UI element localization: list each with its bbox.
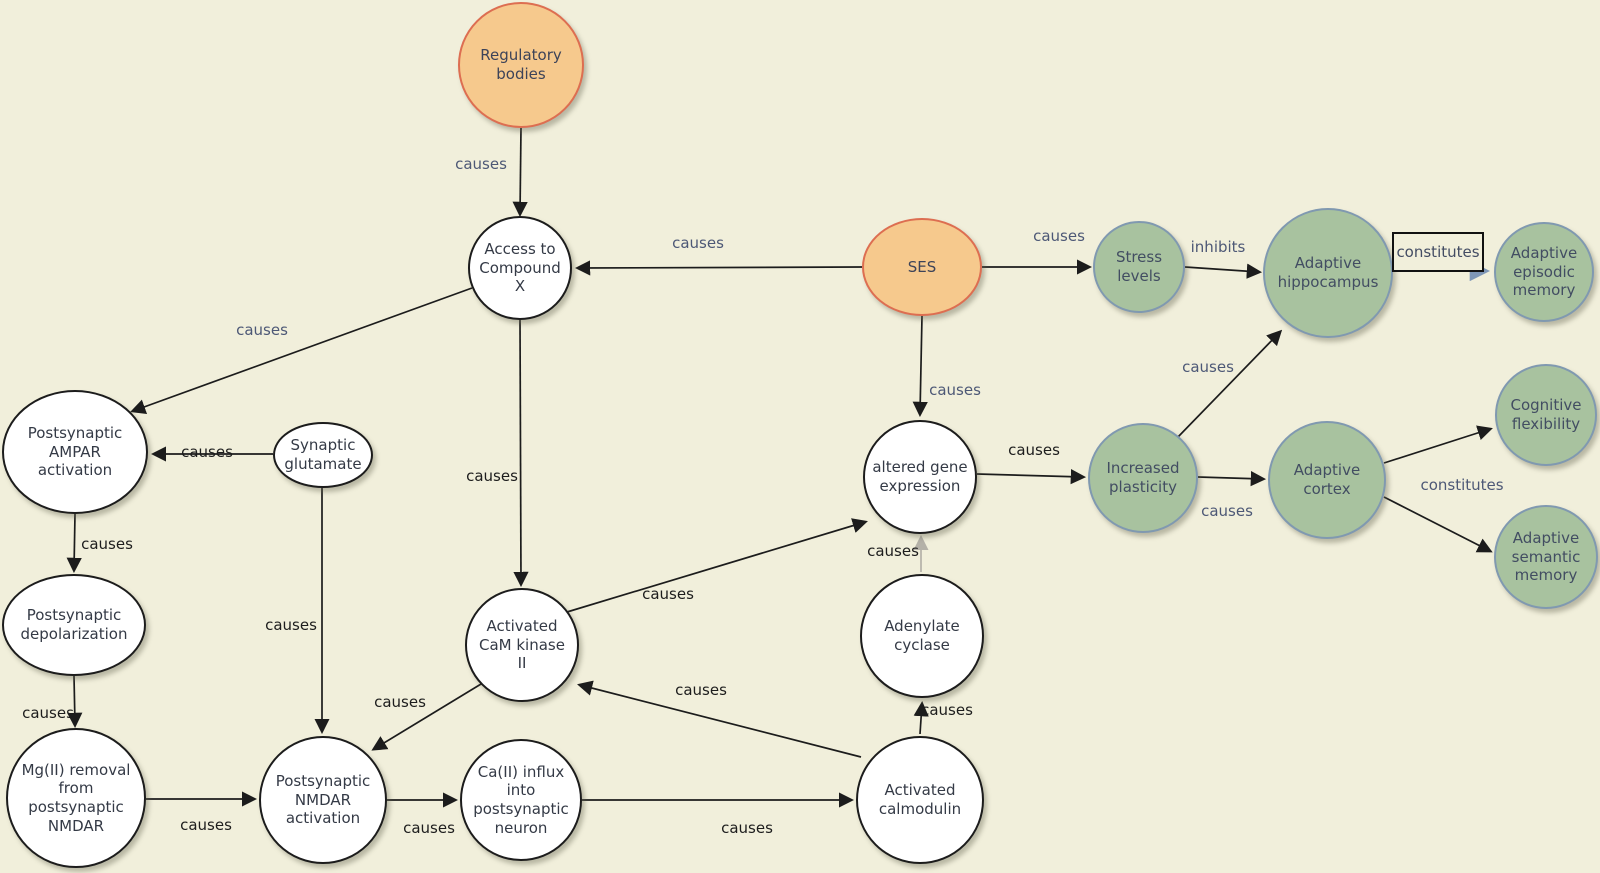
node-label: Postsynaptic AMPAR activation: [27, 423, 123, 480]
node-label: Ca(II) influx into postsynaptic neuron: [473, 762, 569, 837]
node-label: Postsynaptic NMDAR activation: [275, 771, 371, 828]
node-label: Adenylate cyclase: [884, 617, 960, 654]
edge-label: causes: [236, 321, 288, 339]
node-label: altered gene expression: [872, 458, 968, 495]
edge-label: causes: [921, 701, 973, 719]
edge-label: causes: [672, 234, 724, 252]
node-adaptive-cortex: Adaptive cortex: [1268, 421, 1386, 539]
node-ses: SES: [862, 218, 982, 316]
node-adenylate-cyclase: Adenylate cyclase: [860, 574, 984, 698]
edge-label: causes: [265, 616, 317, 634]
edge-label: causes: [675, 681, 727, 699]
edge-ses-altered-gene: [912, 315, 928, 418]
edge-depolarization-mg-removal: [67, 675, 83, 729]
edge-label: causes: [1033, 227, 1085, 245]
node-postsynaptic-nmdar-activation: Postsynaptic NMDAR activation: [259, 736, 387, 864]
edge-ampar-depolarization: [66, 513, 82, 574]
node-mg-removal: Mg(II) removal from postsynaptic NMDAR: [6, 728, 146, 868]
edge-label: causes: [721, 819, 773, 837]
node-ca-influx: Ca(II) influx into postsynaptic neuron: [460, 739, 582, 861]
edge-label: causes: [867, 542, 919, 560]
edge-cortex-cognitive-flexibility: [1383, 425, 1493, 464]
node-access-compound-x: Access to Compound X: [468, 216, 572, 320]
node-label: Regulatory bodies: [480, 46, 562, 83]
node-label: SES: [907, 257, 937, 276]
edge-stress-hippocampus: [1184, 263, 1263, 279]
edge-altered-gene-plasticity: [976, 469, 1087, 485]
node-label: Synaptic glutamate: [284, 436, 362, 473]
edge-cam-kinase-altered-gene: [566, 518, 868, 613]
node-label: Postsynaptic depolarization: [20, 606, 128, 643]
edge-label: causes: [455, 155, 507, 173]
edge-regulatory-bodies-access: [512, 127, 528, 218]
node-cognitive-flexibility: Cognitive flexibility: [1495, 364, 1597, 466]
edge-label: causes: [403, 819, 455, 837]
edge-plasticity-hippocampus: [1176, 329, 1283, 439]
node-label: Activated CaM kinase II: [479, 616, 565, 673]
edge-ses-access: [574, 260, 863, 276]
node-activated-calmodulin: Activated calmodulin: [856, 736, 984, 864]
node-postsynaptic-depolarization: Postsynaptic depolarization: [2, 574, 146, 676]
edge-label: causes: [466, 467, 518, 485]
node-synaptic-glutamate: Synaptic glutamate: [273, 422, 373, 488]
edge-label: causes: [22, 704, 74, 722]
node-label: Stress levels: [1115, 248, 1163, 285]
node-adaptive-episodic-memory: Adaptive episodic memory: [1494, 222, 1594, 322]
edge-calmodulin-adenylate: [913, 700, 929, 735]
edge-label: causes: [642, 585, 694, 603]
edge-label: causes: [180, 816, 232, 834]
edge-label-box: constitutes: [1392, 232, 1484, 272]
edge-cortex-semantic-memory: [1383, 496, 1493, 553]
node-altered-gene-expression: altered gene expression: [863, 420, 977, 534]
edge-label: constitutes: [1420, 476, 1504, 494]
node-label: Access to Compound X: [479, 239, 561, 296]
node-adaptive-hippocampus: Adaptive hippocampus: [1263, 208, 1393, 338]
node-label: Adaptive episodic memory: [1510, 243, 1578, 300]
edge-plasticity-cortex: [1197, 470, 1267, 487]
edge-access-ampar: [130, 287, 473, 415]
edge-label: causes: [181, 443, 233, 461]
edge-label: causes: [374, 693, 426, 711]
node-label: Adaptive hippocampus: [1277, 254, 1379, 291]
node-label: Activated calmodulin: [878, 781, 962, 818]
edge-label: inhibits: [1190, 238, 1246, 256]
node-increased-plasticity: Increased plasticity: [1088, 423, 1198, 533]
edge-label: causes: [929, 381, 981, 399]
node-label: Adaptive semantic memory: [1511, 528, 1581, 585]
edge-cam-kinase-nmdar: [371, 680, 487, 751]
node-postsynaptic-ampar-activation: Postsynaptic AMPAR activation: [2, 390, 148, 514]
edge-label: causes: [1008, 441, 1060, 459]
node-label: Cognitive flexibility: [1510, 396, 1582, 433]
node-stress-levels: Stress levels: [1093, 221, 1185, 313]
edge-label: causes: [81, 535, 133, 553]
node-activated-cam-kinase-ii: Activated CaM kinase II: [465, 588, 579, 702]
edge-access-cam-kinase: [513, 319, 529, 588]
node-label: Adaptive cortex: [1293, 461, 1361, 498]
node-regulatory-bodies: Regulatory bodies: [458, 2, 584, 128]
node-label: Mg(II) removal from postsynaptic NMDAR: [21, 760, 131, 835]
node-label: Increased plasticity: [1106, 459, 1180, 496]
edge-label: constitutes: [1396, 243, 1480, 261]
edge-calmodulin-cam-kinase: [577, 680, 862, 758]
edge-label: causes: [1182, 358, 1234, 376]
edge-label: causes: [1201, 502, 1253, 520]
node-adaptive-semantic-memory: Adaptive semantic memory: [1494, 505, 1598, 609]
